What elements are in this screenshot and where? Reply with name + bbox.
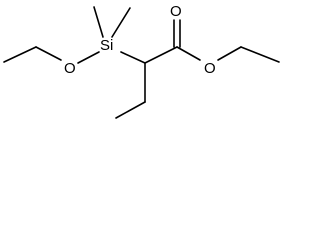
bond-silicon-methyl-right xyxy=(111,7,131,38)
bond-ch2-terminal-methyl xyxy=(115,101,146,119)
label-layer: Si O O O xyxy=(64,3,216,77)
bond-ch2-methyl-right xyxy=(240,46,280,63)
bond-alpha-carbon-carbonyl xyxy=(144,46,178,64)
atom-label-silicon: Si xyxy=(100,37,113,54)
atom-label-ester-oxygen: O xyxy=(204,60,216,77)
atom-label-ether-oxygen: O xyxy=(64,60,76,77)
atom-label-carbonyl-oxygen: O xyxy=(170,3,182,20)
bond-ether-oxygen-silicon xyxy=(77,51,100,64)
bond-silicon-alpha-carbon xyxy=(120,51,146,64)
bond-ester-oxygen-ch2 xyxy=(217,46,242,61)
bond-silicon-methyl-left xyxy=(93,6,104,38)
molecule-structure: Si O O O xyxy=(3,3,280,119)
bond-layer xyxy=(3,6,280,119)
bond-carbonyl-ester-oxygen xyxy=(176,46,201,61)
bond-methyl-ch2 xyxy=(3,46,37,63)
bond-ch2-ether-oxygen xyxy=(35,46,62,61)
